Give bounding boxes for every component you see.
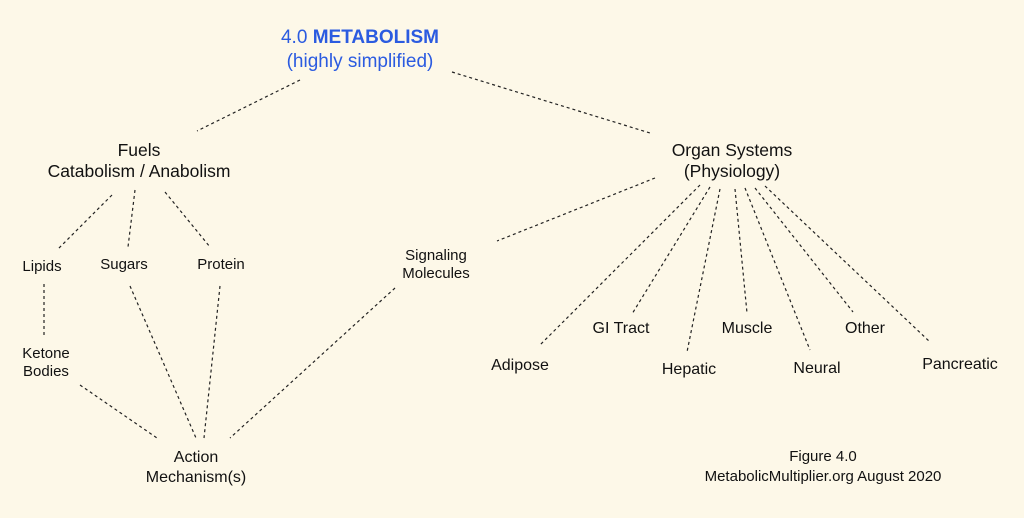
node-ketone-bodies: Ketone Bodies — [22, 345, 70, 382]
node-hepatic: Hepatic — [661, 361, 717, 378]
title-main: METABOLISM — [312, 27, 440, 48]
edge-sugars-action — [129, 285, 197, 439]
node-signaling-molecules-line1: Signaling — [405, 247, 467, 264]
node-organ-systems-line1: Organ Systems — [671, 140, 793, 160]
node-fuels: Fuels Catabolism / Anabolism — [48, 140, 231, 183]
edge-fuels-sugars — [127, 189, 136, 248]
edge-fuels-lipids — [57, 194, 113, 250]
node-pancreatic: Pancreatic — [922, 356, 998, 373]
edge-organ-other — [754, 187, 854, 313]
edge-organ-gi-tract — [631, 186, 711, 315]
node-action-mechanisms-line1: Action — [173, 449, 219, 466]
node-action-mechanisms: Action Mechanism(s) — [146, 448, 246, 487]
title-subtitle: (highly simplified) — [286, 50, 434, 72]
node-protein: Protein — [197, 256, 245, 273]
edge-ketone-action — [79, 384, 158, 439]
figure-caption: Figure 4.0 MetabolicMultiplier.org Augus… — [705, 447, 942, 486]
node-ketone-bodies-line2: Bodies — [23, 363, 69, 381]
node-other: Other — [844, 320, 886, 337]
node-fuels-line2: Catabolism / Anabolism — [47, 161, 231, 182]
edge-signaling-action — [229, 287, 396, 439]
edge-organ-signaling — [496, 177, 656, 242]
node-muscle: Muscle — [721, 320, 773, 337]
edge-title-organ-systems — [451, 71, 651, 134]
node-gi-tract: GI Tract — [592, 320, 650, 337]
title-number: 4.0 — [280, 27, 308, 48]
edge-fuels-protein — [164, 191, 211, 248]
node-ketone-bodies-line1: Ketone — [22, 345, 70, 362]
node-lipids: Lipids — [22, 258, 62, 275]
node-organ-systems-line2: (Physiology) — [683, 161, 781, 182]
figure-caption-line2: MetabolicMultiplier.org August 2020 — [704, 467, 942, 485]
node-organ-systems: Organ Systems (Physiology) — [672, 140, 793, 183]
edge-organ-muscle — [734, 188, 748, 314]
node-neural: Neural — [793, 360, 841, 377]
edge-protein-action — [203, 285, 221, 439]
edge-organ-neural — [744, 187, 811, 351]
figure-caption-line1: Figure 4.0 — [789, 448, 857, 465]
edge-organ-adipose — [539, 184, 701, 346]
edge-organ-hepatic — [686, 188, 721, 353]
node-signaling-molecules-line2: Molecules — [402, 265, 470, 283]
diagram-title: 4.0 METABOLISM (highly simplified) — [281, 26, 439, 74]
node-signaling-molecules: Signaling Molecules — [402, 247, 470, 284]
node-action-mechanisms-line2: Mechanism(s) — [145, 468, 247, 486]
node-fuels-line1: Fuels — [117, 140, 161, 160]
node-sugars: Sugars — [100, 256, 148, 273]
edge-organ-pancreatic — [764, 185, 931, 343]
edge-title-fuels — [196, 79, 301, 132]
node-adipose: Adipose — [491, 357, 549, 374]
